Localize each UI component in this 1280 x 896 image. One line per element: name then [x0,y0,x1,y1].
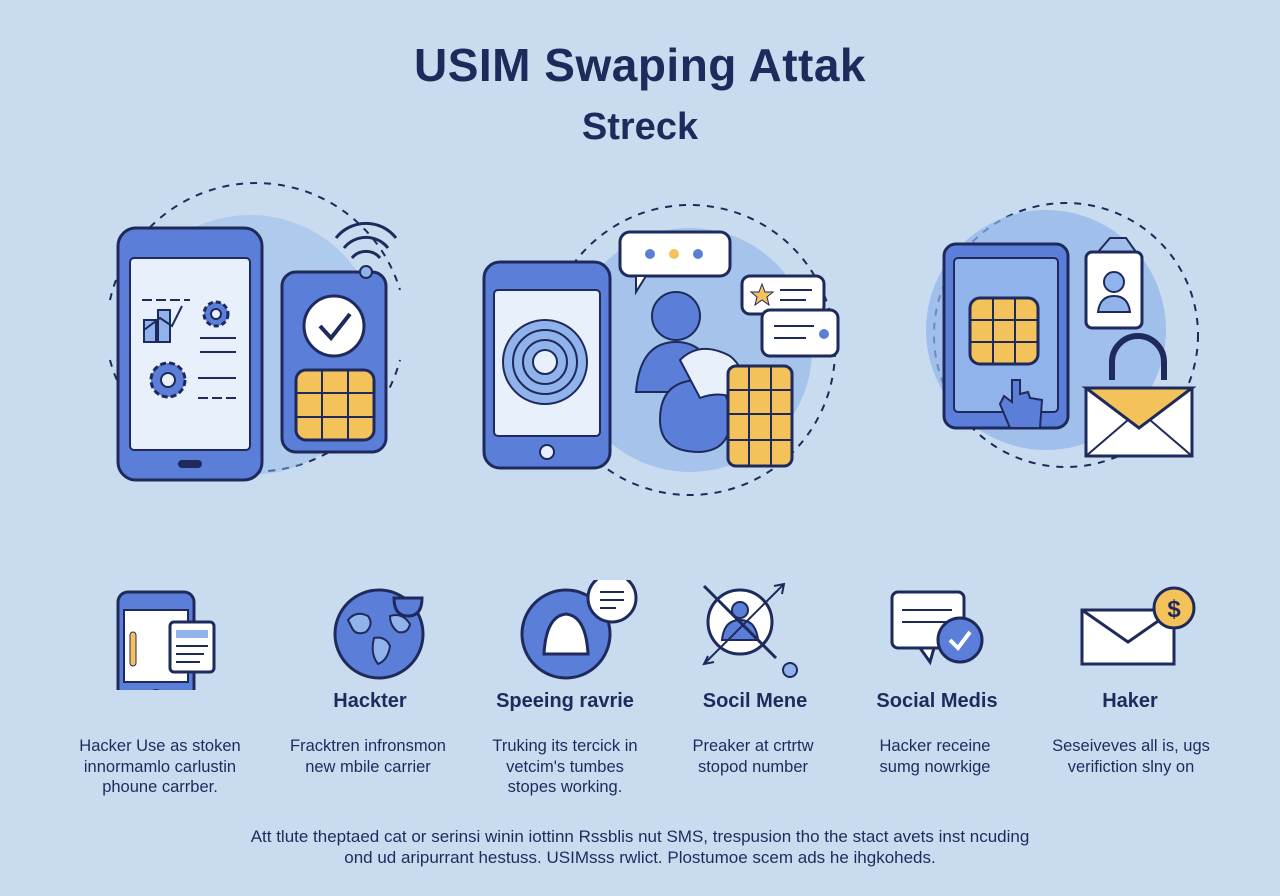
page-title: USIM Swaping Attak [414,39,866,91]
step-2-description: Fracktren infronsmon new mbile carrier [290,737,446,776]
svg-text:$: $ [1167,596,1181,623]
scene-phone-settings [109,182,401,482]
page-subtitle: Streck [581,106,699,148]
user-chat-icon [520,580,638,680]
message-check-icon [890,590,984,666]
step-3-label: Speeing ravrie [496,690,634,712]
step-1-description: Hacker Use as stoken innormamlo carlusti… [79,737,241,796]
scene-social-engineering [482,204,840,496]
step-2-label: Hackter [333,690,407,712]
step-5-label: Social Medis [876,690,998,712]
footer-line-2: ond ud aripurrant hestuss. USIMsss rwlic… [344,848,936,867]
footer-text: Att tlute theptaed cat or serinsi winin … [0,826,1280,868]
footer-line-1: Att tlute theptaed cat or serinsi winin … [250,827,1030,846]
step-4-description: Preaker at crtrtw stopod number [692,737,814,776]
envelope-dollar-icon: $ [1080,586,1196,666]
step-6-label: Haker [1102,690,1158,712]
blocked-person-icon [702,582,798,678]
phone-document-icon [116,590,216,690]
globe-icon [333,588,425,680]
scene-sim-access [926,202,1199,468]
illustration-scene [109,182,1199,496]
step-5-description: Hacker receine sumg nowrkige [879,737,991,776]
step-6-description: Seseiveves all is, ugs verifiction slny … [1052,737,1210,776]
step-4-label: Socil Mene [702,690,808,712]
step-3-description: Truking its tercick in vetcim's tumbes s… [492,737,638,796]
